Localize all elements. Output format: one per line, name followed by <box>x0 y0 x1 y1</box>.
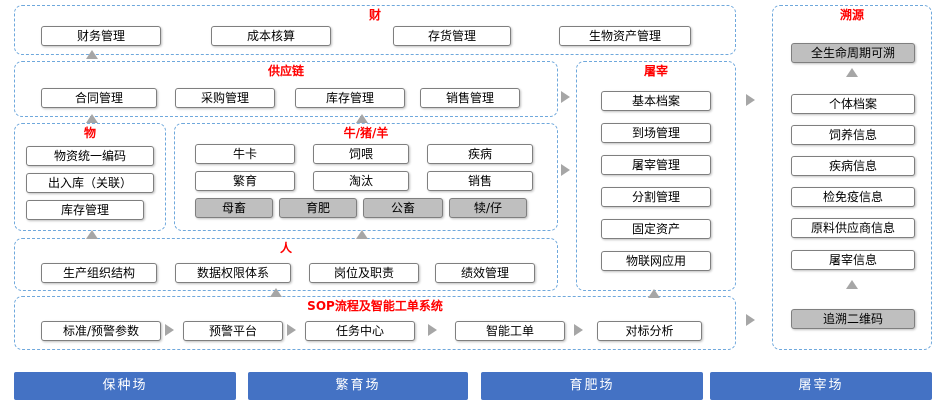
node-slaughter-info: 屠宰信息 <box>791 250 915 270</box>
node-inbound-outbound: 出入库（关联） <box>26 173 154 193</box>
node-data-permission-system: 数据权限体系 <box>175 263 291 283</box>
node-disease: 疾病 <box>427 144 533 164</box>
up-arrow <box>356 230 368 239</box>
node-feeding-info: 饲养信息 <box>791 125 915 145</box>
node-quarantine-immunity-info: 检免疫信息 <box>791 187 915 207</box>
node-raw-material-supplier-info: 原料供应商信息 <box>791 218 915 238</box>
node-full-lifecycle-traceable: 全生命周期可溯 <box>791 43 915 63</box>
node-production-org-structure: 生产组织结构 <box>41 263 157 283</box>
zone-supply-chain-title: 供应链 <box>267 64 305 78</box>
node-individual-archive: 个体档案 <box>791 94 915 114</box>
node-disease-info: 疾病信息 <box>791 156 915 176</box>
node-inventory-management: 存货管理 <box>393 26 511 46</box>
zone-livestock-title: 牛/猪/羊 <box>343 126 389 140</box>
node-smart-work-order: 智能工单 <box>455 321 565 341</box>
node-warehouse-management: 库存管理 <box>295 88 405 108</box>
node-standard-warning-params: 标准/预警参数 <box>41 321 161 341</box>
node-financial-management: 财务管理 <box>41 26 161 46</box>
zone-sop: SOP流程及智能工单系统 标准/预警参数 预警平台 任务中心 智能工单 对标分析 <box>14 296 736 350</box>
up-arrow <box>846 280 858 289</box>
node-procurement-management: 采购管理 <box>175 88 275 108</box>
bar-fattening-farm: 育肥场 <box>481 372 703 400</box>
node-task-center: 任务中心 <box>305 321 415 341</box>
up-arrow <box>86 114 98 123</box>
right-arrow <box>574 324 583 336</box>
node-sire-stock: 公畜 <box>363 198 443 218</box>
bar-slaughterhouse: 屠宰场 <box>710 372 932 400</box>
right-arrow <box>561 164 570 176</box>
right-arrow <box>561 91 570 103</box>
zone-material-title: 物 <box>83 126 97 140</box>
zone-livestock: 牛/猪/羊 牛卡 饲喂 疾病 繁育 淘汰 销售 母畜 育肥 公畜 犊/仔 <box>174 123 558 231</box>
up-arrow <box>846 68 858 77</box>
node-basic-archives: 基本档案 <box>601 91 711 111</box>
zone-trace-title: 溯源 <box>839 8 865 22</box>
up-arrow <box>270 288 282 297</box>
node-contract-management: 合同管理 <box>41 88 157 108</box>
node-cost-accounting: 成本核算 <box>211 26 331 46</box>
zone-material: 物 物资统一编码 出入库（关联） 库存管理 <box>14 123 166 231</box>
up-arrow <box>86 50 98 59</box>
zone-sop-title: SOP流程及智能工单系统 <box>307 299 443 313</box>
node-fixed-assets: 固定资产 <box>601 219 711 239</box>
node-dam-stock: 母畜 <box>195 198 273 218</box>
zone-people-title: 人 <box>279 241 293 255</box>
node-material-unified-coding: 物资统一编码 <box>26 146 154 166</box>
zone-finance: 财 财务管理 成本核算 存货管理 生物资产管理 <box>14 5 736 55</box>
node-performance-management: 绩效管理 <box>435 263 535 283</box>
zone-supply-chain: 供应链 合同管理 采购管理 库存管理 销售管理 <box>14 61 558 117</box>
node-sales-management: 销售管理 <box>420 88 520 108</box>
zone-slaughter-title: 屠宰 <box>643 64 669 78</box>
node-cutting-management: 分割管理 <box>601 187 711 207</box>
up-arrow <box>648 289 660 298</box>
node-biological-asset-management: 生物资产管理 <box>559 26 691 46</box>
node-calf: 犊/仔 <box>449 198 527 218</box>
node-sales: 销售 <box>427 171 533 191</box>
right-arrow <box>287 324 296 336</box>
right-arrow <box>428 324 437 336</box>
up-arrow <box>356 114 368 123</box>
node-benchmark-analysis: 对标分析 <box>597 321 702 341</box>
node-culling: 淘汰 <box>313 171 409 191</box>
right-arrow <box>746 314 755 326</box>
up-arrow <box>86 230 98 239</box>
node-trace-qr-code: 追溯二维码 <box>791 309 915 329</box>
right-arrow <box>165 324 174 336</box>
bar-breeding-farm: 繁育场 <box>248 372 468 400</box>
node-cattle-card: 牛卡 <box>195 144 295 164</box>
node-slaughter-management: 屠宰管理 <box>601 155 711 175</box>
node-stock-management: 库存管理 <box>26 200 144 220</box>
zone-trace: 溯源 全生命周期可溯 个体档案 饲养信息 疾病信息 检免疫信息 原料供应商信息 … <box>772 5 932 350</box>
right-arrow <box>746 94 755 106</box>
node-feeding: 饲喂 <box>313 144 409 164</box>
zone-slaughter: 屠宰 基本档案 到场管理 屠宰管理 分割管理 固定资产 物联网应用 <box>576 61 736 291</box>
zone-people: 人 生产组织结构 数据权限体系 岗位及职责 绩效管理 <box>14 238 558 291</box>
node-warning-platform: 预警平台 <box>183 321 283 341</box>
node-positions-responsibilities: 岗位及职责 <box>309 263 419 283</box>
bar-conservation-farm: 保种场 <box>14 372 236 400</box>
zone-finance-title: 财 <box>368 8 382 22</box>
node-fattening: 育肥 <box>279 198 357 218</box>
node-iot-application: 物联网应用 <box>601 251 711 271</box>
node-arrival-management: 到场管理 <box>601 123 711 143</box>
node-breeding: 繁育 <box>195 171 295 191</box>
